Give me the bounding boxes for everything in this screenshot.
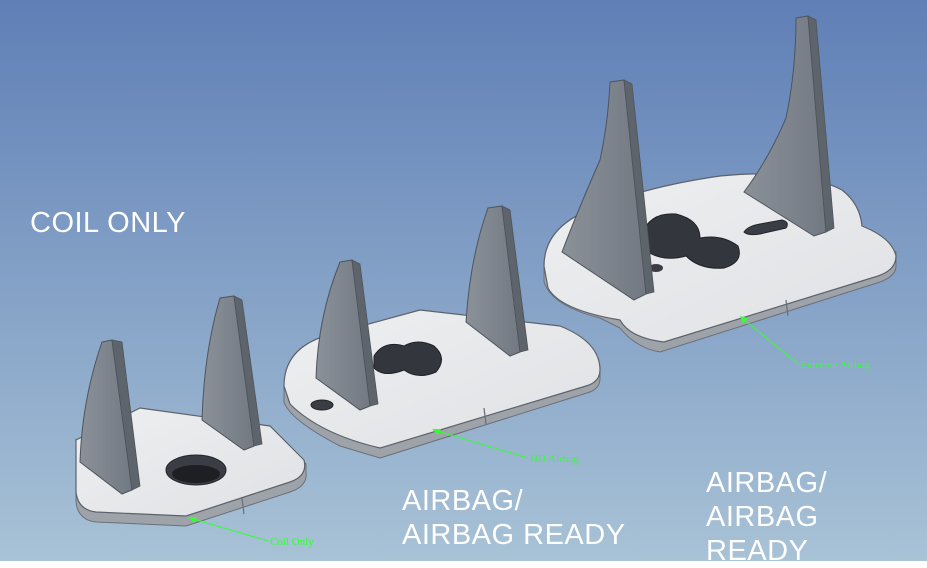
callout-extreme-leader [741,317,799,365]
callout-hd-airbag: HD Airbag [432,429,579,465]
bracket-extreme-airbag [543,15,897,353]
bracket-coil-fin-left [79,339,133,495]
bracket-hd-slot [310,399,334,411]
callout-extreme-text: Extreme Airbag [800,359,870,371]
bracket-hd-airbag [283,205,601,459]
callout-coil-only: Coil Only [188,517,314,548]
bracket-extreme-fin-left-edge [623,79,655,295]
callout-extreme-arrowhead [740,316,748,324]
callout-hd-text: HD Airbag [530,453,579,465]
callout-extreme-airbag: Extreme Airbag [740,316,870,371]
bracket-hd-notch [483,407,487,425]
bracket-hd-hole [373,341,442,376]
label-coil-only: COIL ONLY [30,207,186,239]
bracket-extreme-slot [743,219,788,236]
label-airbag-left-line1: AIRBAG/ [402,485,524,517]
bracket-coil-notch [241,497,245,515]
bracket-hd-fin-right-edge [501,205,529,353]
bracket-coil-fin-left-edge [111,339,141,491]
bracket-extreme-fin-right [743,15,827,237]
bracket-coil-fin-right-edge [233,295,263,447]
label-airbag-left: AIRBAG/ AIRBAG READY [402,484,626,552]
callout-coil-arrowhead [188,517,197,523]
bracket-coil-fin-right [201,295,255,451]
bracket-coil-hole-inner [172,465,220,483]
label-airbag-left-line2: AIRBAG READY [402,519,626,551]
bracket-coil-only [75,295,307,527]
label-airbag-right-line2: AIRBAG READY [706,501,819,567]
callout-hd-arrowhead [432,429,441,435]
callout-hd-leader [433,429,529,459]
callout-coil-leader [189,517,269,542]
callout-coil-text: Coil Only [270,536,314,548]
bracket-hd-fin-left-edge [351,259,379,407]
bracket-extreme-fin-right-edge [807,15,835,233]
bracket-extreme-small-hole [649,264,663,272]
label-airbag-right-line1: AIRBAG/ [706,467,828,499]
bracket-extreme-fin-left [561,79,647,301]
bracket-extreme-notch [785,299,789,317]
label-airbag-right: AIRBAG/ AIRBAG READY [706,466,927,568]
bracket-extreme-hole [641,213,740,269]
